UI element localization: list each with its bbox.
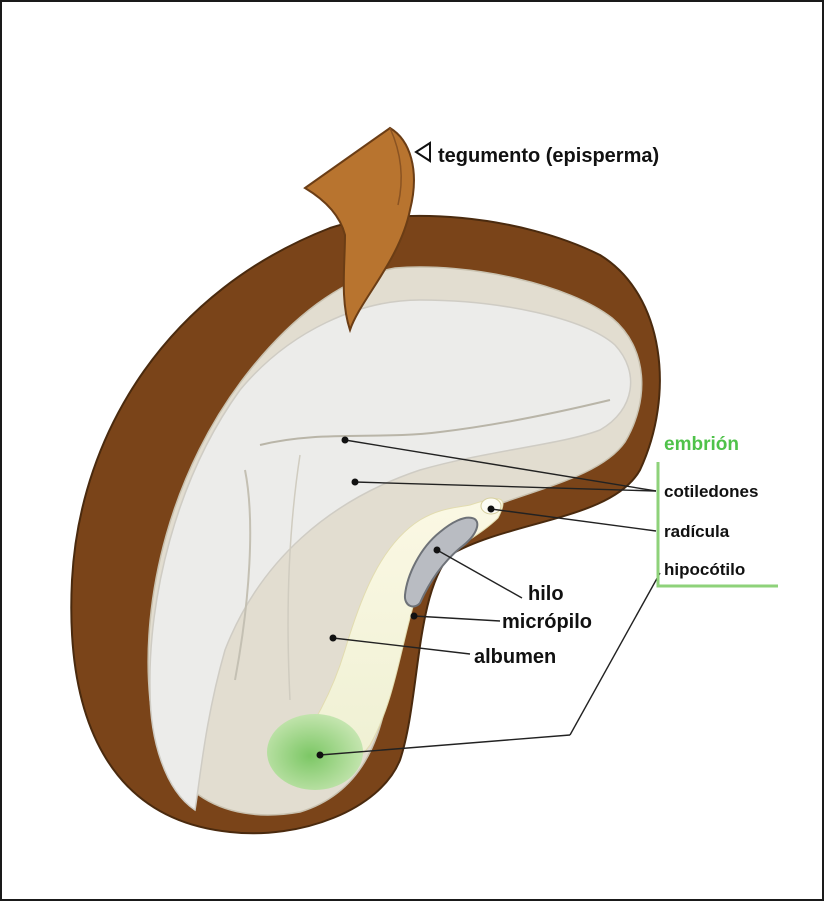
label-radicula: radícula: [664, 522, 730, 541]
label-albumen: albumen: [474, 646, 556, 668]
label-hipocotilo: hipocótilo: [664, 560, 745, 579]
label-tegumento: tegumento (episperma): [438, 145, 659, 167]
label-embrion: embrión: [664, 434, 739, 455]
label-micropilo: micrópilo: [502, 611, 592, 633]
hypocotyl-region: [267, 714, 363, 790]
tegumento-arrow-icon: [416, 143, 430, 161]
label-cotiledones: cotiledones: [664, 482, 758, 501]
label-hilo: hilo: [528, 583, 564, 605]
